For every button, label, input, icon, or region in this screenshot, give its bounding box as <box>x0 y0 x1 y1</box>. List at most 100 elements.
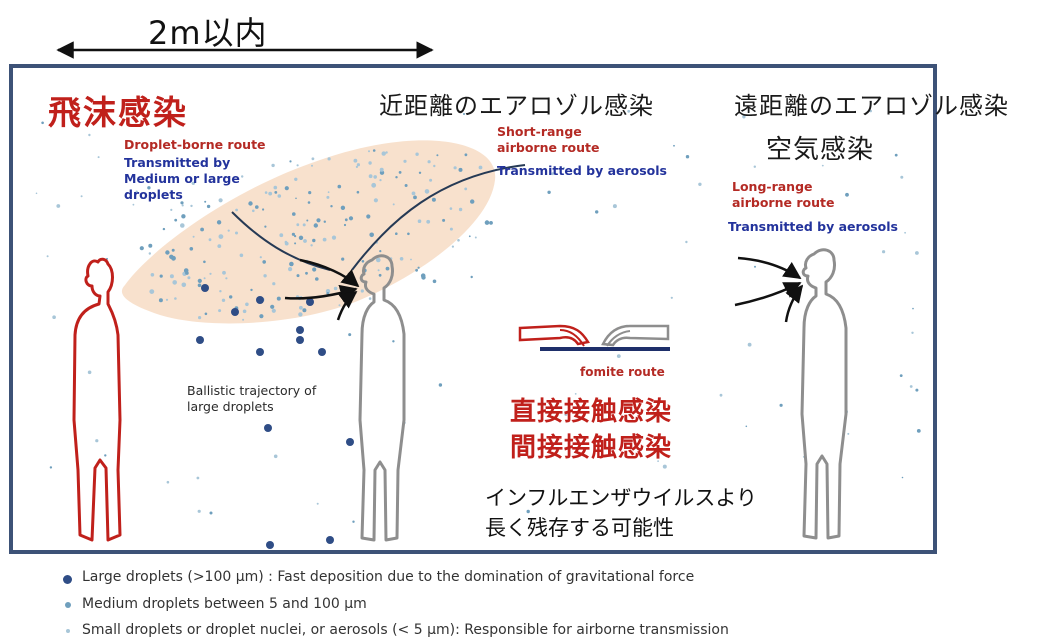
scattered-aerosol-dot <box>899 374 903 377</box>
aerosol-dot <box>385 151 388 154</box>
aerosol-dot <box>264 191 268 194</box>
aerosol-dot <box>378 273 382 277</box>
aerosol-dot <box>411 191 416 196</box>
aerosol-dot <box>225 277 228 280</box>
scattered-aerosol-dot <box>909 385 913 388</box>
aerosol-dot <box>404 184 408 187</box>
droplet-route-label: Droplet-borne route <box>124 137 266 152</box>
aerosol-dot <box>242 309 247 314</box>
scattered-aerosol-dot <box>911 331 914 334</box>
aerosol-dot <box>158 298 163 303</box>
scattered-aerosol-dot <box>915 251 919 255</box>
aerosol-dot <box>424 189 430 194</box>
aerosol-dot <box>368 150 370 153</box>
large-droplet <box>256 348 264 356</box>
aerosol-dot <box>174 297 177 300</box>
persistence-note-line-1: インフルエンザウイルスより <box>485 486 757 510</box>
aerosol-dot <box>206 204 211 209</box>
scattered-aerosol-dot <box>595 210 599 214</box>
scattered-aerosol-dot <box>200 227 205 232</box>
aerosol-dot <box>453 166 457 170</box>
aerosol-dot <box>296 223 300 227</box>
aerosol-dot <box>376 257 381 263</box>
aerosol-dot <box>221 298 226 302</box>
scattered-aerosol-dot <box>742 115 746 119</box>
scattered-aerosol-dot <box>154 179 157 182</box>
scattered-aerosol-dot <box>150 273 155 277</box>
aerosol-dot <box>344 218 348 222</box>
aerosol-dot <box>162 227 166 231</box>
scattered-aerosol-dot <box>49 466 53 469</box>
aerosol-dot <box>398 171 402 174</box>
legend-large-droplets: Large droplets (>100 μm) : Fast depositi… <box>82 569 695 585</box>
aerosol-dot <box>369 232 375 238</box>
aerosol-dot <box>340 205 346 210</box>
scattered-aerosol-dot <box>845 192 849 197</box>
aerosol-dot <box>311 157 315 161</box>
aerosol-dot <box>242 318 245 321</box>
aerosol-dot <box>296 274 300 278</box>
aerosol-dot <box>197 283 202 288</box>
long-range-transmission: Transmitted by aerosols <box>728 219 898 234</box>
aerosol-dot <box>474 236 477 239</box>
aerosol-dot <box>218 309 222 313</box>
aerosol-dot <box>291 232 295 236</box>
aerosol-dot <box>252 209 255 213</box>
aerosol-dot <box>312 238 316 243</box>
scattered-aerosol-dot <box>166 480 170 484</box>
aerosol-dot <box>373 198 378 203</box>
aerosol-dot <box>169 274 174 279</box>
short-range-route-line-1: Short-range <box>497 124 582 139</box>
aerosol-dot <box>139 246 144 251</box>
aerosol-dot <box>149 289 155 294</box>
aerosol-dot <box>316 218 321 223</box>
scattered-aerosol-dot <box>685 240 688 244</box>
aerosol-dot <box>464 187 468 191</box>
aerosol-dot <box>259 314 264 319</box>
long-range-route-line-1: Long-range <box>732 179 813 194</box>
aerosol-dot <box>420 273 426 279</box>
scattered-aerosol-dot <box>747 342 752 347</box>
aerosol-dot <box>413 195 417 200</box>
aerosol-dot <box>187 276 191 280</box>
aerosol-dot <box>360 289 364 293</box>
aerosol-dot <box>165 250 170 255</box>
inhale-arrow-6 <box>784 284 804 323</box>
aerosol-dot <box>217 244 222 249</box>
scattered-aerosol-dot <box>463 113 465 115</box>
aerosol-dot <box>417 219 422 223</box>
aerosol-dot <box>356 190 360 194</box>
large-droplet <box>231 308 239 316</box>
inhale-arrow-3 <box>336 290 358 321</box>
small-droplet-dot <box>66 629 70 633</box>
scattered-aerosol-dot <box>295 197 297 200</box>
scattered-aerosol-dot <box>46 255 49 258</box>
aerosol-dot <box>470 199 475 204</box>
aerosol-dot <box>216 220 222 225</box>
aerosol-dot <box>415 268 418 272</box>
fomite-route-label: fomite route <box>580 365 665 379</box>
scattered-aerosol-dot <box>273 454 278 459</box>
scattered-aerosol-dot <box>316 502 319 505</box>
aerosol-dot <box>330 205 333 208</box>
aerosol-dot <box>239 253 244 258</box>
aerosol-dot <box>325 289 331 294</box>
aerosol-dot <box>148 252 151 255</box>
aerosol-dot <box>356 163 360 167</box>
medium-droplet-dot <box>65 602 71 608</box>
scattered-aerosol-dot <box>209 511 213 515</box>
aerosol-dot <box>312 267 317 272</box>
aerosol-dot <box>436 154 439 157</box>
aerosol-dot <box>235 208 239 212</box>
inhale-arrow-4 <box>737 256 802 280</box>
scattered-aerosol-dot <box>719 393 723 397</box>
aerosol-dot <box>326 195 330 199</box>
scattered-aerosol-dot <box>551 172 555 176</box>
large-droplet <box>256 296 264 304</box>
aerosol-dot <box>209 272 212 275</box>
indirect-contact-infection: 間接接触感染 <box>510 433 673 463</box>
scattered-aerosol-dot <box>779 403 783 407</box>
aerosol-dot <box>271 308 276 313</box>
aerosol-dot <box>315 277 319 281</box>
scattered-aerosol-dot <box>52 315 56 320</box>
